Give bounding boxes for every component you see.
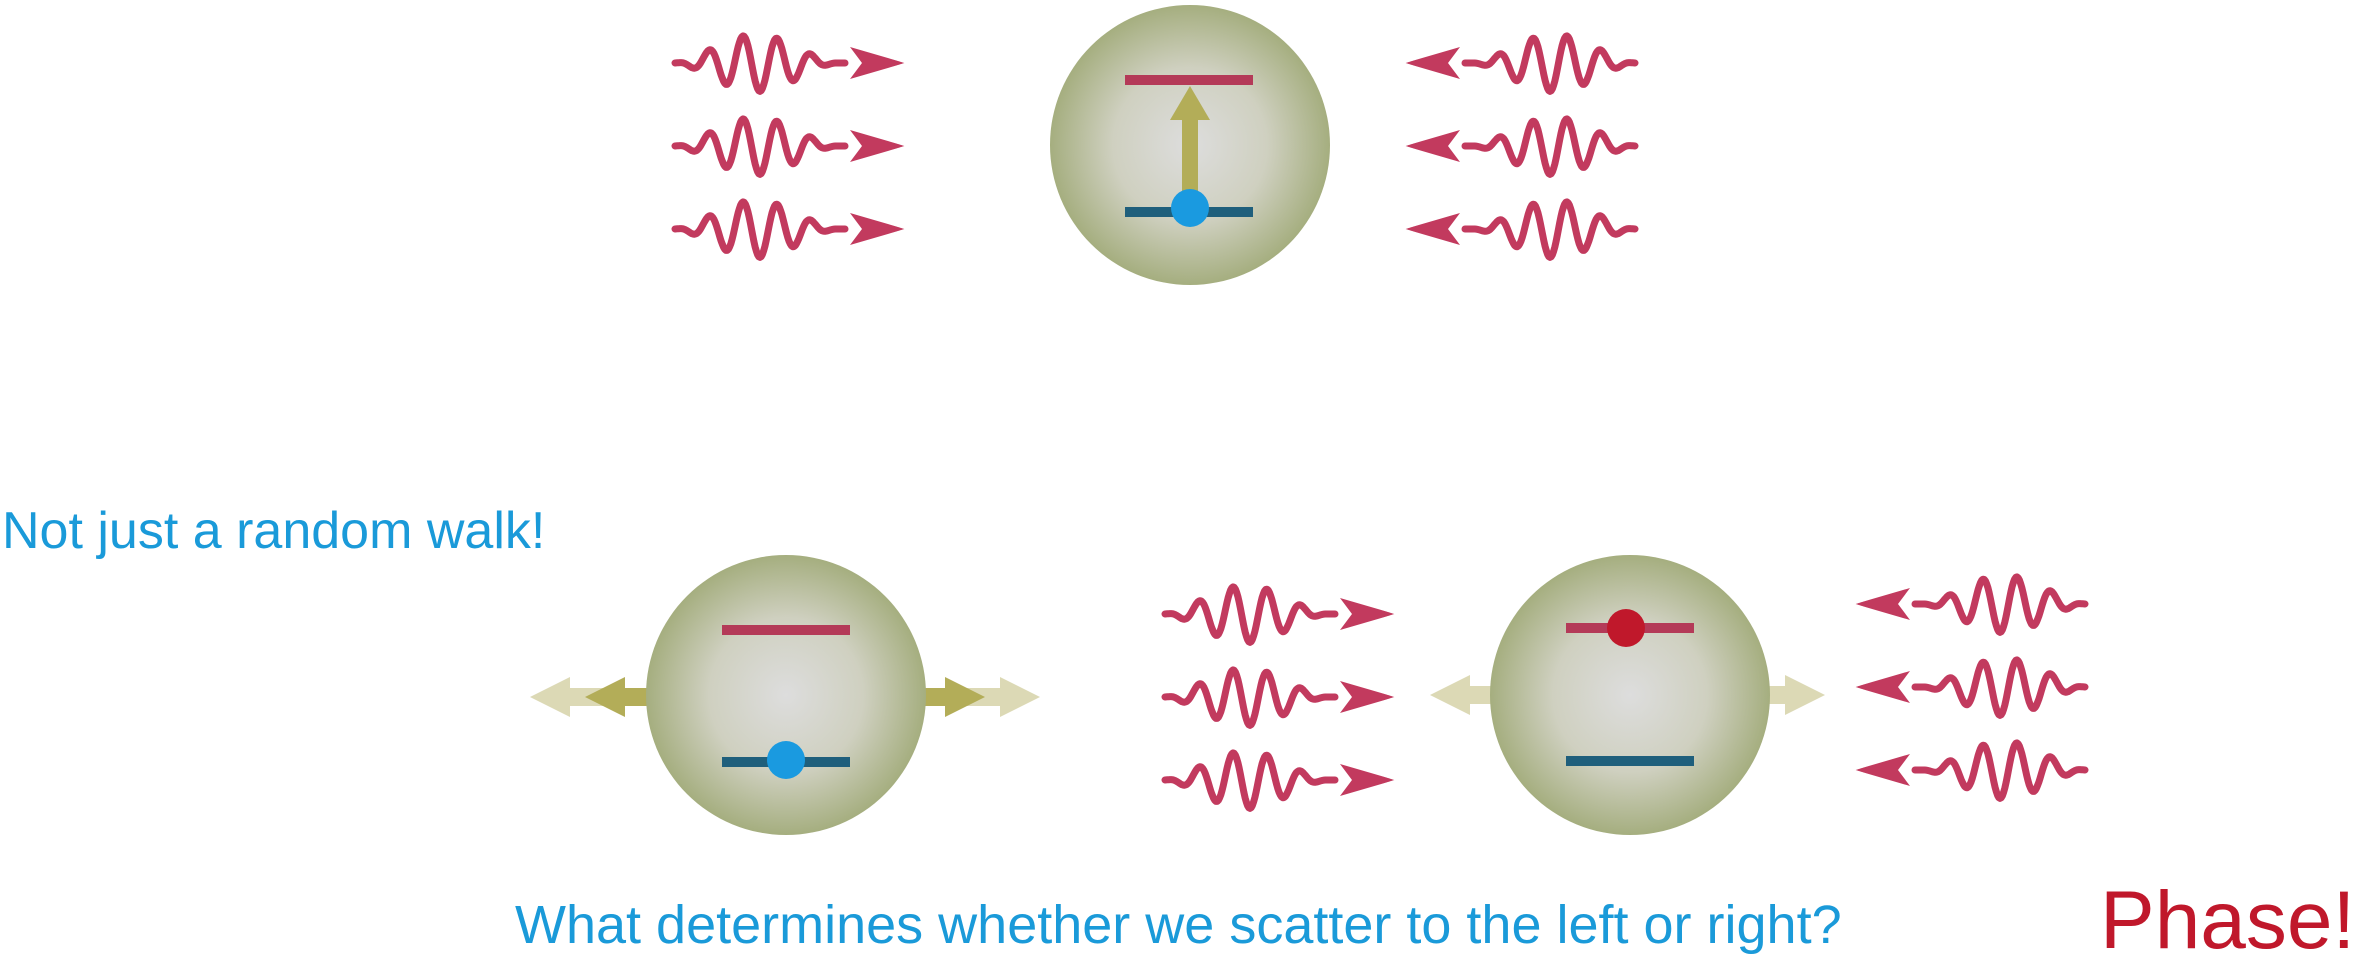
photon [1846,739,2089,802]
electron-ground [767,741,805,779]
photon-arrowhead-highlight [1846,590,1888,618]
photon-wave [1161,749,1339,812]
arrow-head [1785,675,1825,715]
atom-recoil [646,555,926,835]
photon-arrowhead-highlight [872,132,914,160]
photon-arrowhead-highlight [1362,683,1404,711]
photons-incoming-left [671,32,914,261]
photon-arrowhead [1340,681,1395,713]
atom-body [646,555,926,835]
photon-arrowhead [850,130,905,162]
recoil-arrow-left [585,677,648,717]
photon-wave [671,198,849,261]
photon-arrowhead [1855,588,1910,620]
photon-arrowhead-highlight [1396,215,1438,243]
photon-arrowhead [850,213,905,245]
photon-wave [1161,666,1339,729]
photons-incoming-left-panel3 [1161,583,1404,812]
atom-absorption [1050,5,1330,285]
scattering-direction-question: What determines whether we scatter to th… [515,895,1842,955]
photon [671,115,914,178]
photon-arrowhead [1405,47,1460,79]
recoil-arrows-panel2 [530,677,1040,717]
photon [1846,656,2089,719]
photon-wave [1461,32,1639,95]
photon-arrowhead-highlight [1362,600,1404,628]
photon-arrowhead [1855,754,1910,786]
photon-arrowhead [850,47,905,79]
photon [671,32,914,95]
photon-wave [1911,573,2089,636]
recoil-arrow-right [924,677,985,717]
photon-wave [1911,739,2089,802]
photon-wave [1461,115,1639,178]
arrow-head [585,677,625,717]
photon-arrowhead-highlight [872,49,914,77]
photon-arrowhead [1340,598,1395,630]
photon [1396,115,1639,178]
photon-arrowhead-highlight [1396,49,1438,77]
phase-answer: Phase! [2100,875,2356,966]
photon-wave [1161,583,1339,646]
photons-incoming-right [1396,32,1639,261]
arrow-head [530,677,570,717]
arrow-head [1430,675,1470,715]
photon-arrowhead-highlight [1362,766,1404,794]
electron-ground [1171,189,1209,227]
photon-arrowhead [1340,764,1395,796]
excitation-arrow-head [1170,86,1210,120]
arrow-head [945,677,985,717]
random-walk-note: Not just a random walk! [2,502,546,560]
photon-wave [1911,656,2089,719]
photon [1396,32,1639,95]
atom-body [1490,555,1770,835]
photon-arrowhead-highlight [1846,673,1888,701]
photon-wave [671,32,849,95]
photon [1396,198,1639,261]
electron-excited [1607,609,1645,647]
photon [671,198,914,261]
photon-wave [1461,198,1639,261]
photons-incoming-right-panel3 [1846,573,2089,802]
photon [1161,666,1404,729]
photon-arrowhead-highlight [1396,132,1438,160]
photon-arrowhead [1405,213,1460,245]
arrow-head [1000,677,1040,717]
photon-wave [671,115,849,178]
photon-arrowhead [1405,130,1460,162]
photon-arrowhead-highlight [872,215,914,243]
photon [1846,573,2089,636]
photon-arrowhead [1855,671,1910,703]
photon-arrowhead-highlight [1846,756,1888,784]
atom-emission [1490,555,1770,835]
photon [1161,749,1404,812]
photon [1161,583,1404,646]
